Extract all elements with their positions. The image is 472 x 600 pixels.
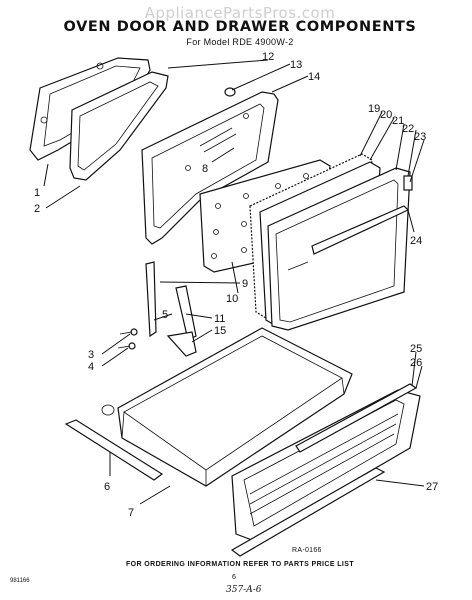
figure-code: RA-0166 — [292, 547, 322, 554]
callout-23: 23 — [414, 131, 426, 143]
part-hinge-spring[interactable] — [166, 285, 197, 357]
callout-21: 21 — [392, 115, 404, 127]
part-drawer-rail[interactable] — [64, 419, 164, 481]
part-screws[interactable] — [117, 328, 138, 350]
part-storage-drawer[interactable] — [101, 327, 353, 487]
callout-5: 5 — [162, 309, 168, 321]
callout-labels: 1 2 3 4 5 6 7 8 9 10 11 12 13 14 15 19 2… — [34, 51, 438, 519]
callout-12: 12 — [262, 51, 274, 63]
callout-20: 20 — [380, 109, 392, 121]
callout-13: 13 — [290, 59, 302, 71]
callout-26: 26 — [410, 357, 422, 369]
model-subtitle: For Model RDE 4900W-2 — [186, 37, 294, 47]
handwritten-note: 357-A-6 — [226, 585, 262, 595]
part-door-gasket[interactable] — [69, 71, 169, 181]
callout-15: 15 — [214, 325, 226, 337]
part-outer-door[interactable] — [267, 167, 411, 331]
page-code: 981166 — [10, 578, 30, 584]
part-drawer-trim[interactable] — [230, 467, 386, 557]
callout-7: 7 — [128, 507, 134, 519]
callout-6: 6 — [104, 481, 110, 493]
callout-25: 25 — [410, 343, 422, 355]
callout-4: 4 — [88, 361, 94, 373]
callout-10: 10 — [226, 293, 238, 305]
callout-9: 9 — [242, 278, 248, 290]
part-inner-door-panel[interactable] — [141, 91, 279, 245]
page-title: OVEN DOOR AND DRAWER COMPONENTS — [63, 19, 417, 35]
page-number: 6 — [232, 574, 236, 581]
ordering-note: FOR ORDERING INFORMATION REFER TO PARTS … — [125, 561, 355, 568]
callout-11: 11 — [214, 313, 225, 325]
callout-8: 8 — [202, 163, 208, 175]
watermark: AppliancePartsPros.com — [144, 4, 336, 22]
callout-3: 3 — [88, 349, 94, 361]
callout-2: 2 — [34, 203, 40, 215]
callout-19: 19 — [368, 103, 380, 115]
callout-22: 22 — [402, 123, 414, 135]
callout-27: 27 — [426, 481, 438, 493]
callout-24: 24 — [410, 235, 422, 247]
callout-1: 1 — [34, 187, 40, 199]
leader-lines — [43, 59, 425, 505]
callout-14: 14 — [308, 71, 320, 83]
part-hinge[interactable] — [145, 261, 157, 338]
